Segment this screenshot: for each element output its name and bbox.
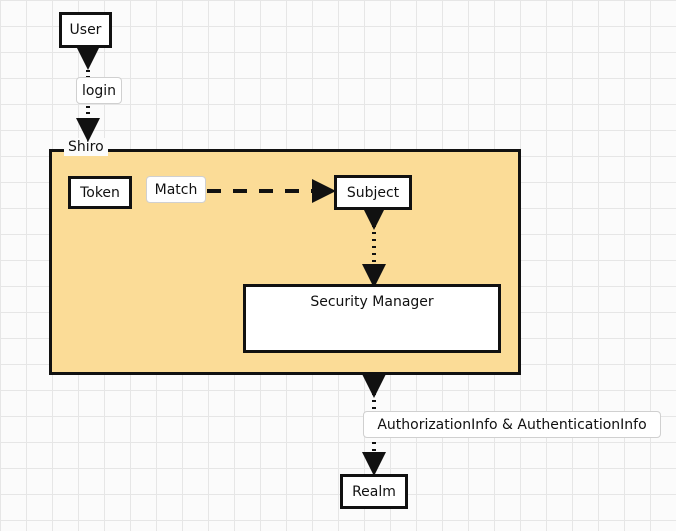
user-node[interactable]: User	[59, 12, 112, 48]
user-label: User	[69, 22, 102, 38]
login-label: login	[76, 77, 122, 104]
realm-label: Realm	[352, 483, 396, 500]
security-manager-label: Security Manager	[310, 294, 434, 310]
security-manager-node[interactable]: Security Manager	[243, 284, 501, 353]
realm-node[interactable]: Realm	[340, 474, 408, 509]
token-label: Token	[80, 184, 120, 201]
match-label: Match	[146, 176, 206, 203]
info-label: AuthorizationInfo & AuthenticationInfo	[363, 411, 661, 438]
subject-label: Subject	[346, 184, 400, 201]
shiro-title: Shiro	[64, 138, 108, 156]
subject-node[interactable]: Subject	[334, 175, 412, 210]
token-node[interactable]: Token	[68, 176, 132, 209]
